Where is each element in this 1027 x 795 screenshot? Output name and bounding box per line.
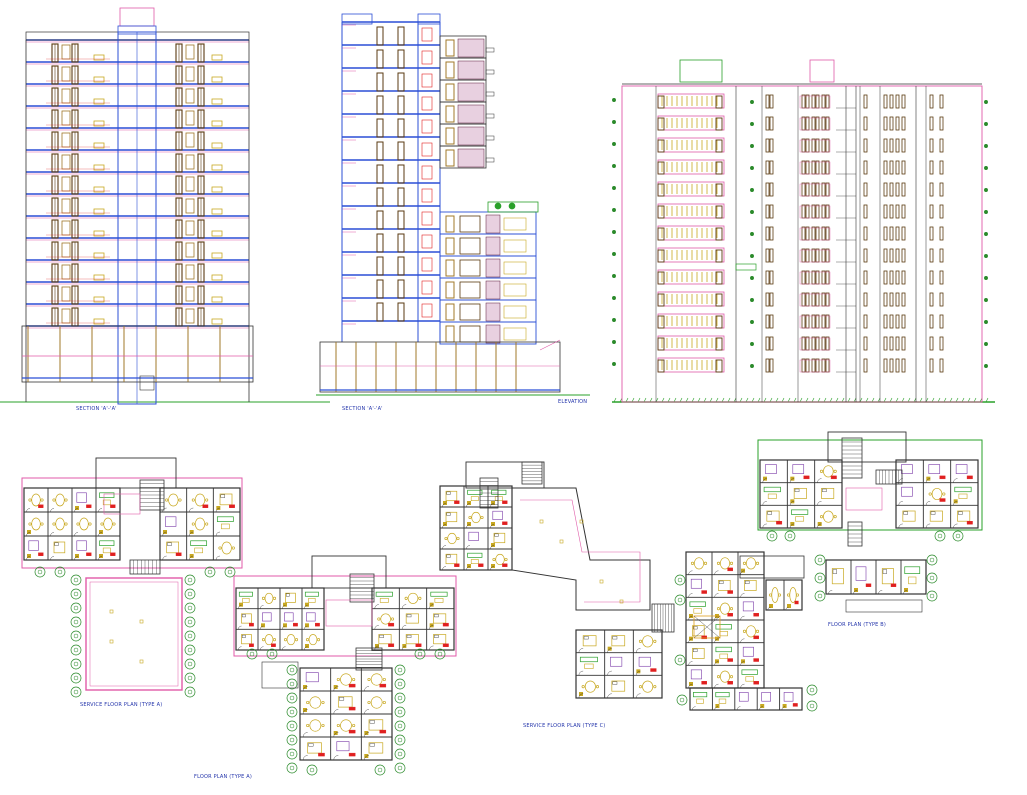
service-floor-plan-type-c bbox=[439, 461, 818, 712]
section-a-a-right bbox=[316, 13, 590, 396]
service-floor-plan-a-label: SERVICE FLOOR PLAN (TYPE A) bbox=[80, 702, 163, 708]
service-floor-plan-type-a bbox=[21, 457, 243, 698]
floor-plan-type-a bbox=[233, 555, 457, 776]
section-aa-label-2: SECTION 'A'-'A' bbox=[342, 406, 383, 412]
floor-plan-a-label: FLOOR PLAN (TYPE A) bbox=[194, 774, 253, 780]
elevation-label: ELEVATION bbox=[558, 399, 588, 405]
front-elevation bbox=[612, 59, 995, 403]
floor-plan-b-label: FLOOR PLAN (TYPE B) bbox=[828, 622, 887, 628]
service-floor-plan-c-label: SERVICE FLOOR PLAN (TYPE C) bbox=[523, 723, 606, 729]
section-a-a-left bbox=[0, 7, 330, 405]
floor-plan-type-b bbox=[757, 431, 983, 613]
section-aa-label-1: SECTION 'A'-'A' bbox=[76, 406, 117, 412]
